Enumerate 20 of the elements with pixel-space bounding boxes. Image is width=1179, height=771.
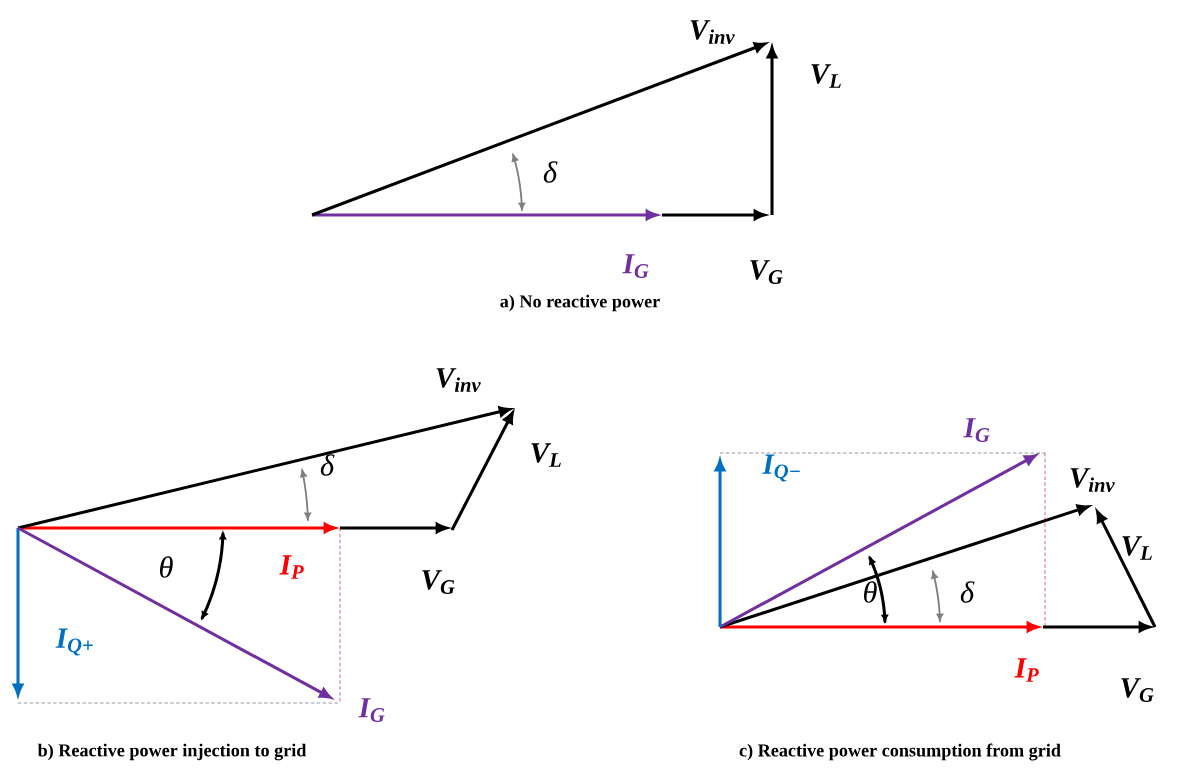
subfigure-caption: a) No reactive power — [500, 294, 660, 312]
angle-label: θ — [160, 556, 173, 578]
phasor-label: I$_{G}$ — [963, 418, 990, 442]
phasor-label: V$_{L}$ — [531, 443, 561, 467]
phasor-label: V$_{G}$ — [750, 260, 783, 284]
phasor-label: I$_{P}$ — [1014, 658, 1039, 682]
phasor-label: I$_{G}$ — [622, 254, 649, 278]
phasor-label: V$_{G}$ — [1121, 678, 1154, 702]
phasor-label: I$_{Q+}$ — [55, 628, 93, 656]
phasor-label: V$_{inv}$ — [1070, 468, 1115, 492]
phasor-label: V$_{L}$ — [811, 64, 841, 88]
phasor-label: V$_{inv}$ — [436, 368, 481, 392]
phasor-label: V$_{G}$ — [422, 570, 455, 594]
phasor-label: I$_{Q−}$ — [762, 454, 800, 482]
subfigure-caption: c) Reactive power consumption from grid — [739, 743, 1061, 761]
subfigure-caption: b) Reactive power injection to grid — [37, 743, 307, 761]
phasor-label: V$_{L}$ — [1122, 536, 1152, 560]
phasor-label: I$_{P}$ — [279, 555, 304, 579]
phasor-label: V$_{inv}$ — [690, 20, 735, 44]
phasor-label: I$_{G}$ — [358, 698, 385, 722]
